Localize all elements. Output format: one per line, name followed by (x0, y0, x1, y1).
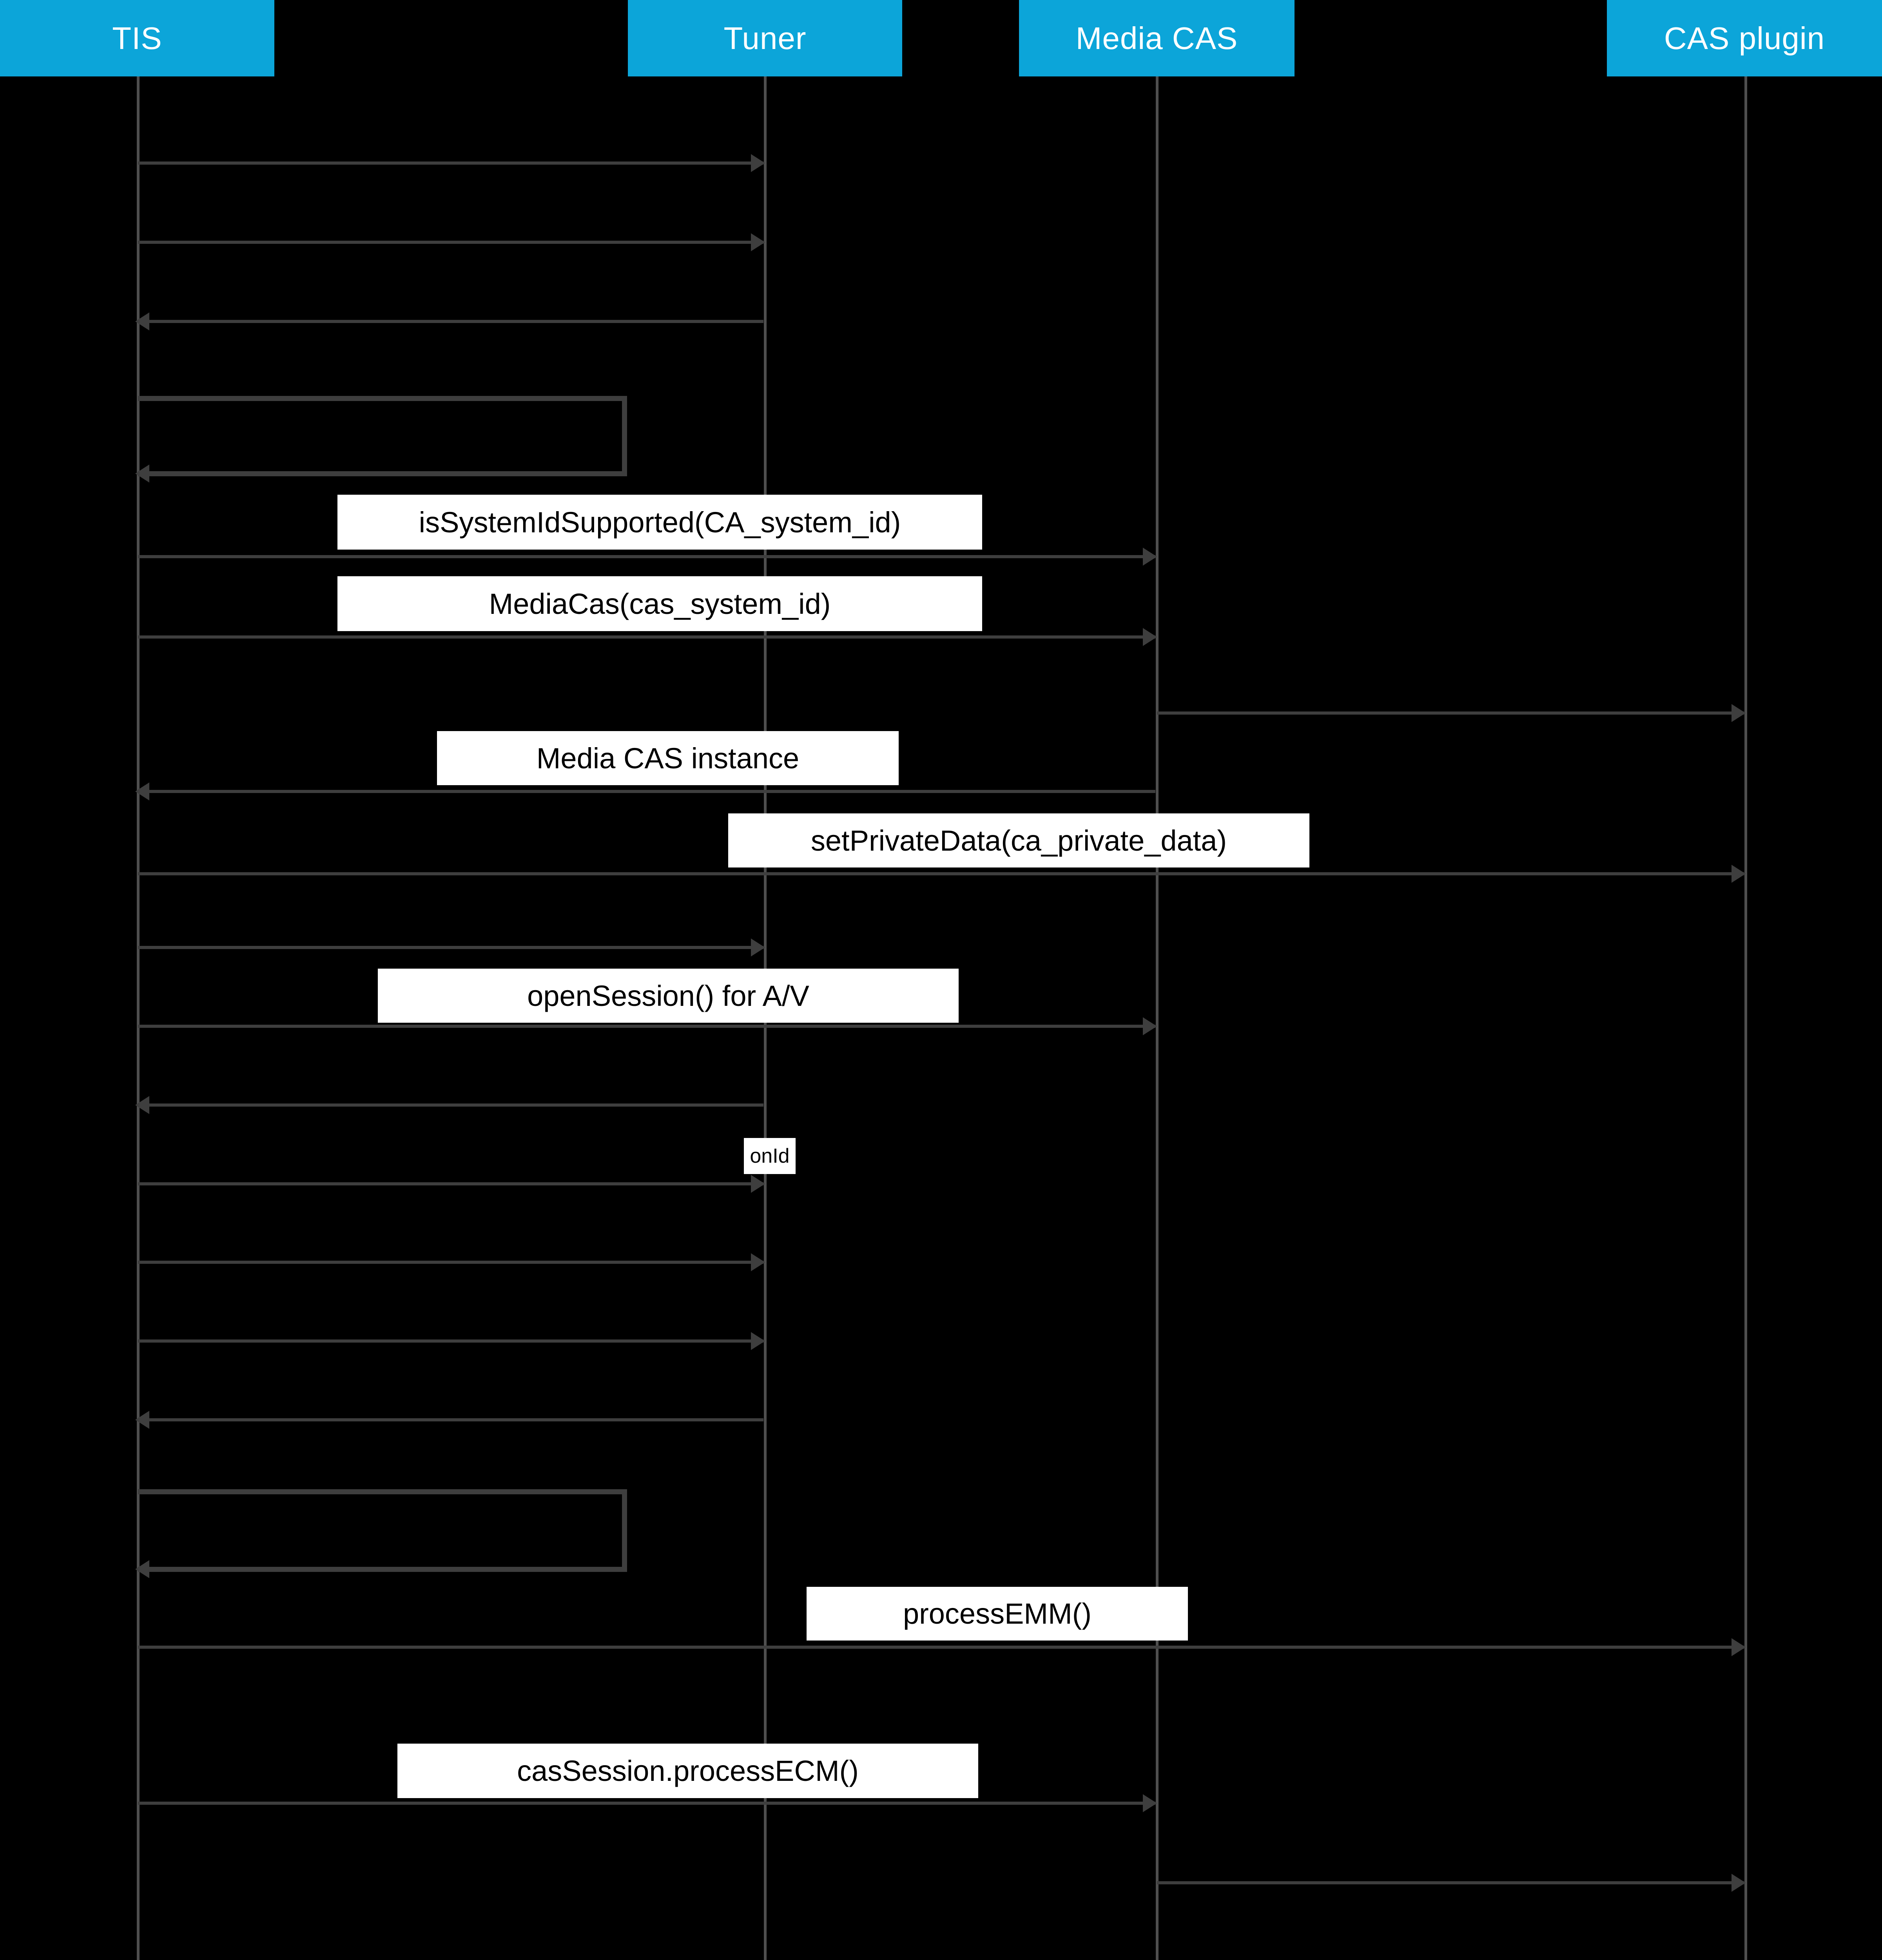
lifeline-cas-plugin (1744, 76, 1747, 1960)
participant-top-tis: TIS (0, 0, 274, 76)
message-line-tis-to-tuner (138, 162, 763, 165)
message-label: processEMM() (807, 1587, 1188, 1641)
message-arrowhead-right-icon (751, 1175, 765, 1193)
message-line-tuner-to-tis (138, 320, 763, 323)
message-arrowhead-left-icon (135, 312, 149, 330)
message-arrowhead-right-icon (1732, 1638, 1746, 1656)
self-loop-tis (138, 396, 627, 476)
message-arrowhead-right-icon (1732, 704, 1746, 722)
message-arrowhead-left-icon (135, 1411, 149, 1429)
message-line-media-cas-to-cas-plugin (1157, 1881, 1744, 1884)
message-line-media-cas-to-tis (138, 790, 1155, 793)
message-arrowhead-right-icon (1143, 1794, 1157, 1812)
lifeline-tis (137, 76, 140, 1960)
participant-top-media-cas: Media CAS (1019, 0, 1295, 76)
message-label: Media CAS instance (437, 731, 899, 785)
participant-label: Tuner (723, 20, 807, 56)
message-label: onId (744, 1138, 796, 1174)
message-line-media-cas-to-cas-plugin (1157, 711, 1744, 715)
message-arrowhead-right-icon (751, 154, 765, 172)
participant-label: CAS plugin (1664, 20, 1825, 56)
message-line-tis-to-media-cas (138, 635, 1155, 639)
self-loop-arrowhead-left-icon (135, 1560, 149, 1578)
message-line-tuner-to-tis (138, 1418, 763, 1421)
message-label: openSession() for A/V (378, 969, 959, 1023)
message-arrowhead-left-icon (135, 782, 149, 800)
lifeline-media-cas (1156, 76, 1159, 1960)
message-arrowhead-right-icon (751, 1332, 765, 1350)
message-arrowhead-right-icon (1143, 628, 1157, 646)
participant-top-cas-plugin: CAS plugin (1607, 0, 1882, 76)
participant-top-tuner: Tuner (628, 0, 902, 76)
message-line-tis-to-tuner (138, 1182, 763, 1185)
message-arrowhead-right-icon (1143, 1017, 1157, 1035)
message-line-tis-to-tuner (138, 946, 763, 949)
participant-label: Media CAS (1075, 20, 1238, 56)
message-line-tis-to-cas-plugin (138, 1646, 1744, 1649)
message-line-tis-to-media-cas (138, 1025, 1155, 1028)
message-line-tis-to-cas-plugin (138, 872, 1744, 875)
message-arrowhead-right-icon (751, 233, 765, 251)
message-label: casSession.processECM() (397, 1744, 978, 1798)
message-line-tis-to-media-cas (138, 555, 1155, 558)
participant-label: TIS (112, 20, 162, 56)
message-line-tis-to-tuner (138, 1261, 763, 1264)
message-arrowhead-right-icon (1732, 1874, 1746, 1892)
message-arrowhead-right-icon (751, 938, 765, 956)
message-arrowhead-right-icon (751, 1253, 765, 1271)
message-line-tis-to-tuner (138, 1339, 763, 1343)
message-arrowhead-right-icon (1732, 865, 1746, 883)
message-line-tuner-to-tis (138, 1103, 763, 1107)
message-line-tis-to-tuner (138, 241, 763, 244)
message-arrowhead-right-icon (1143, 548, 1157, 566)
message-label: isSystemIdSupported(CA_system_id) (337, 495, 982, 550)
self-loop-tis (138, 1489, 627, 1572)
message-label: MediaCas(cas_system_id) (337, 576, 982, 631)
self-loop-arrowhead-left-icon (135, 465, 149, 483)
message-label: setPrivateData(ca_private_data) (728, 813, 1309, 867)
message-arrowhead-left-icon (135, 1096, 149, 1114)
message-line-tis-to-media-cas (138, 1802, 1155, 1805)
